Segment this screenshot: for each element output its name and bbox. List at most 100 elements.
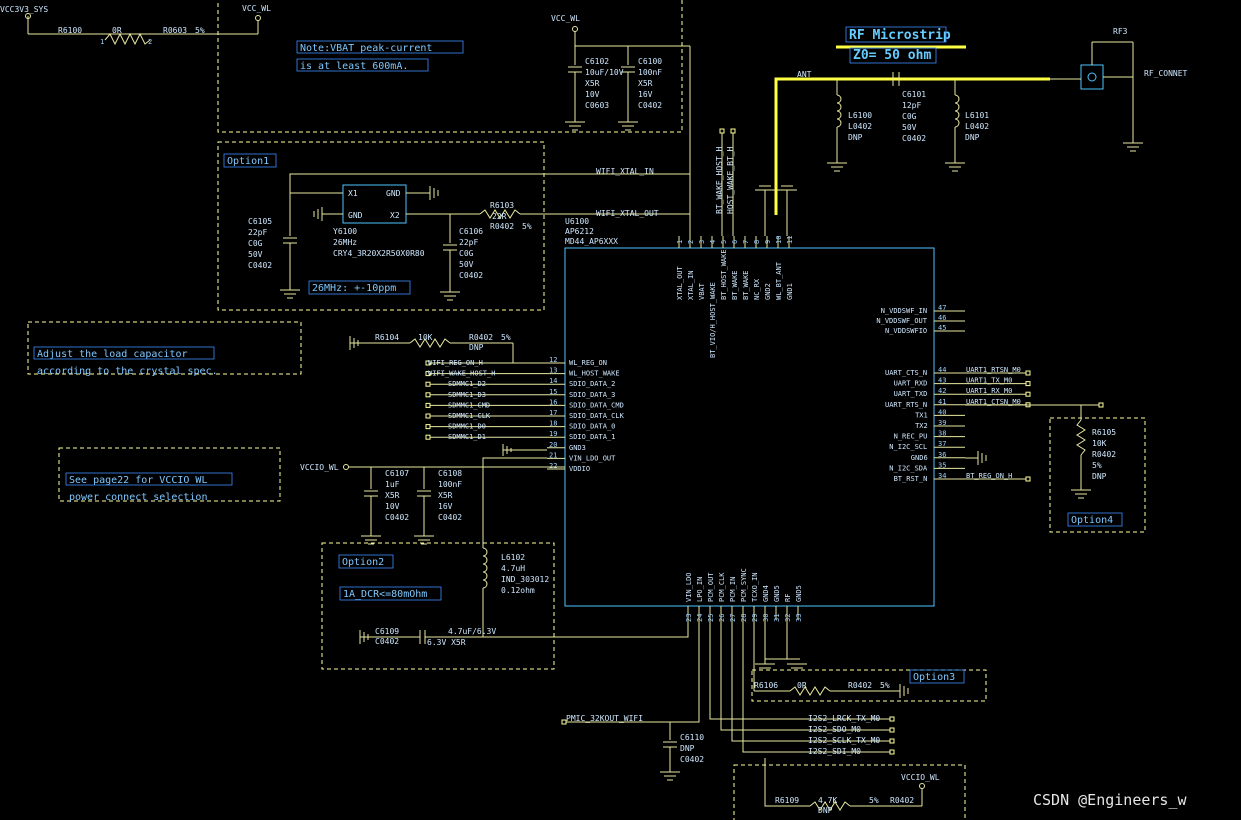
ic-top-pin-number: 10 xyxy=(775,236,783,244)
r6103-tol: 5% xyxy=(522,222,532,231)
option1-label: Option1 xyxy=(227,156,269,167)
ic-left-pin-name: SDIO_DATA_3 xyxy=(569,391,615,399)
note-vccio-line2: power connect selection xyxy=(69,492,207,503)
c6107-diel: X5R xyxy=(385,491,400,500)
r6104-ref: R6104 xyxy=(375,333,399,342)
net-i2s-sclk: I2S2_SCLK_TX_M0 xyxy=(808,736,880,745)
c6106-pkg: C0402 xyxy=(459,271,483,280)
ic-left-pin-name: VDDIO xyxy=(569,465,590,473)
net-wifi-xtal-out: WIFI_XTAL_OUT xyxy=(596,209,659,218)
ic-bottom-pin-name: PCM_IN xyxy=(729,577,737,602)
net-vcc-wl-top: VCC_WL xyxy=(242,4,271,13)
ic-top-pin-name: VBAT xyxy=(698,282,706,300)
rf-net-ant: ANT xyxy=(797,70,812,79)
ic-left-pin-number: 20 xyxy=(549,441,557,449)
y6100-pin-gnd1: GND xyxy=(348,211,363,220)
ic-left-pin-name: SDIO_DATA_2 xyxy=(569,380,615,388)
ic-right-pin-number: 37 xyxy=(938,440,946,448)
ic-part: AP6212 xyxy=(565,227,594,236)
ic-left-pin-number: 18 xyxy=(549,420,557,428)
ic-right-net-port xyxy=(1025,391,1031,397)
r6103-pkg: R0402 xyxy=(490,222,514,231)
r6100-tol: 5% xyxy=(195,26,205,35)
ic-right-pin-number: 35 xyxy=(938,461,946,469)
ic-right-pin-name: UART_TXD xyxy=(894,390,928,398)
ic-right-net-label: UART1_CTSN_M0 xyxy=(966,398,1021,406)
ic-left-pin-name: GND3 xyxy=(569,444,586,452)
l6102-pkg: IND_303012 xyxy=(501,575,549,584)
c6108-pkg: C0402 xyxy=(438,513,462,522)
ic-right-top-pin-number: 45 xyxy=(938,324,946,332)
net-vcc-wl-mid: VCC_WL xyxy=(551,14,580,23)
ic-bottom-pin-number: 27 xyxy=(729,614,737,622)
net-vccio-wl: VCCIO_WL xyxy=(300,463,339,472)
c6106-volt: 50V xyxy=(459,260,474,269)
ic-left-net-label: WIFI_REG_ON_H xyxy=(428,359,483,367)
r6103-val: 22R xyxy=(492,212,507,221)
ic-left-net-label: SDMMC1_CMD xyxy=(448,401,490,409)
c6100-val: 100nF xyxy=(638,68,662,77)
c6102-pkg: C0603 xyxy=(585,101,609,110)
net-i2s-sdi: I2S2_SDI_M0 xyxy=(808,747,861,756)
svg-text:2: 2 xyxy=(148,38,152,46)
net-vcc3v3-sys: VCC3V3_SYS xyxy=(0,5,48,14)
r6106-tol: 5% xyxy=(880,681,890,690)
l6101-ref: L6101 xyxy=(965,111,989,120)
c6100-volt: 16V xyxy=(638,90,653,99)
ic-right-net-label: UART1_TX_M0 xyxy=(966,377,1012,385)
ic-right-pin-name: N_REC_PU xyxy=(894,433,928,441)
c6107-ref: C6107 xyxy=(385,469,409,478)
ic-right-net-port xyxy=(1025,370,1031,376)
watermark: CSDN @Engineers_w xyxy=(1033,791,1187,809)
c6100-ref: C6100 xyxy=(638,57,662,66)
y6100-pin-gnd2: GND xyxy=(386,189,401,198)
ic-left-net-label: SDMMC1_D3 xyxy=(448,391,486,399)
r6106-val: 0R xyxy=(797,681,807,690)
ic-top-pin-number: 5 xyxy=(720,240,728,244)
c6101-volt: 50V xyxy=(902,123,917,132)
ic-top-pin-number: 4 xyxy=(709,240,717,244)
ic-bottom-pin-number: 28 xyxy=(740,614,748,622)
ic-left-net-port xyxy=(425,434,431,440)
r6105-dnp: DNP xyxy=(1092,472,1107,481)
r6109-ref: R6109 xyxy=(775,796,799,805)
r6105-val: 10K xyxy=(1092,439,1107,448)
ic-bottom-pin-name: RF xyxy=(784,594,792,602)
c6107-volt: 10V xyxy=(385,502,400,511)
ic-bottom-pin-name: GND4 xyxy=(762,585,770,602)
c6101-ref: C6101 xyxy=(902,90,926,99)
y6100-pin-x1: X1 xyxy=(348,189,358,198)
c6108-val: 100nF xyxy=(438,480,462,489)
ic-top-pin-name: BT_WAKE xyxy=(742,270,750,300)
ic-bottom-pin-name: GND5 xyxy=(795,585,803,602)
ic-bottom-pin-number: 33 xyxy=(795,614,803,622)
c6101-val: 12pF xyxy=(902,101,921,110)
ic-top-pin-name: BT_WAKE xyxy=(731,270,739,300)
ic-left-pin-number: 19 xyxy=(549,430,557,438)
ic-left-net-port xyxy=(425,371,431,377)
ic-top-pin-name: GND2 xyxy=(764,283,772,300)
ic-bottom-pin-name: LPO_IN xyxy=(696,577,704,602)
ic-right-pin-number: 34 xyxy=(938,472,946,480)
c6107-val: 1uF xyxy=(385,480,400,489)
ic-right-top-pin-name: N_VDDSWFIO xyxy=(885,327,927,335)
option3-label: Option3 xyxy=(913,672,955,683)
c6109-val: 4.7uF/6.3V xyxy=(448,627,496,636)
ic-top-pin-number: 6 xyxy=(731,240,739,244)
r6109-tol: 5% xyxy=(869,796,879,805)
c6101-pkg: C0402 xyxy=(902,134,926,143)
ic-right-net-label: BT_REG_ON_H xyxy=(966,472,1012,480)
c6109-ref: C6109 xyxy=(375,627,399,636)
net-i2s-sdo: I2S2_SDO_M0 xyxy=(808,725,861,734)
ic-bottom-pins: 23VIN_LDO24LPO_IN25PCM_OUT26PCM_CLK27PCM… xyxy=(685,568,803,622)
ic-right-pin-number: 42 xyxy=(938,387,946,395)
ic-left-pin-name: SDIO_DATA_CLK xyxy=(569,412,625,420)
ic-right-top-pin-name: N_VDDSWF_OUT xyxy=(876,317,927,325)
ic-top-pin-name: WL_BT_ANT xyxy=(775,261,783,300)
r6100-pkg: R0603 xyxy=(163,26,187,35)
l6100-dnp: DNP xyxy=(848,133,863,142)
ic-bottom-pin-number: 30 xyxy=(762,614,770,622)
ic-left-net-label: SDMMC1_D1 xyxy=(448,433,486,441)
